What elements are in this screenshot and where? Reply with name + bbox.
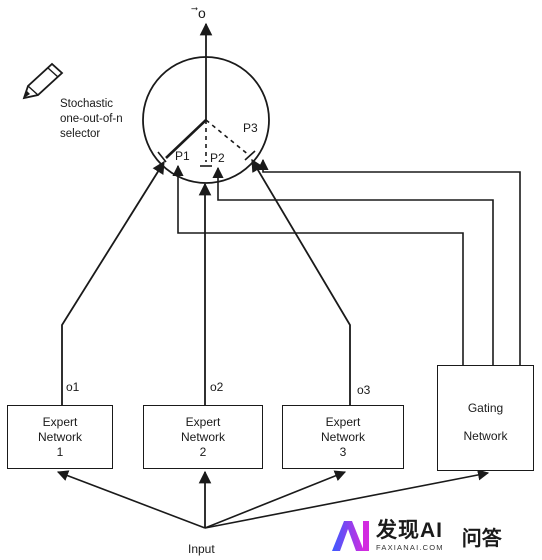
expert1-output-label: o1: [66, 380, 80, 394]
watermark-badge: 问答: [461, 527, 502, 550]
prob-label-3: P3: [243, 121, 258, 135]
expert1-line-1: Expert: [42, 415, 78, 429]
expert3-line-3: 3: [339, 445, 347, 459]
expert1-to-selector: [61, 160, 165, 405]
gating-to-p3: [257, 158, 521, 365]
faxianai-logo-icon: [332, 521, 369, 551]
selector-label-line-3: selector: [60, 128, 101, 140]
watermark-title: 发现AI: [376, 519, 443, 543]
switch-dashed-3: [205, 119, 251, 157]
prob-label-1: P1: [175, 149, 190, 163]
expert2-output-label: o2: [210, 380, 224, 394]
input-to-expert1: [56, 470, 206, 529]
gating-line-1: Gating: [467, 401, 504, 415]
watermark-brand: 发现AI FAXIANAI.COM: [376, 520, 444, 552]
contact-tick-3: [244, 150, 256, 161]
expert1-line-2: Network: [37, 430, 82, 444]
input-to-expert3: [204, 470, 347, 529]
watermark-subtitle: FAXIANAI.COM: [376, 543, 444, 553]
output-label: ⃗o: [198, 5, 206, 21]
selector-label-line-1: Stochastic: [60, 98, 114, 110]
selector-label: Stochastic one-out-of-n selector: [60, 97, 123, 142]
expert2-line-3: 2: [199, 445, 207, 459]
input-label: Input: [188, 542, 215, 556]
expert1-line-3: 1: [56, 445, 64, 459]
prob-label-2: P2: [210, 151, 225, 165]
expert2-line-1: Expert: [185, 415, 221, 429]
gating-network: Gating Network: [437, 365, 534, 471]
expert-network-2: Expert Network 2: [143, 405, 263, 469]
pencil-icon: [22, 62, 64, 100]
selector-label-line-2: one-out-of-n: [60, 113, 123, 125]
expert3-to-selector: [251, 158, 351, 405]
input-to-gating: [204, 469, 490, 529]
switch-arm: [165, 119, 207, 159]
expert3-line-2: Network: [320, 430, 365, 444]
contact-tick-1: [157, 151, 167, 163]
gating-line-2: Network: [463, 429, 508, 443]
gating-to-p2: [212, 166, 494, 365]
watermark: 发现AI FAXIANAI.COM 问答: [330, 517, 506, 555]
expert2-line-2: Network: [180, 430, 225, 444]
expert-network-1: Expert Network 1: [7, 405, 113, 469]
gating-to-p1: [172, 164, 464, 365]
expert3-line-1: Expert: [325, 415, 361, 429]
expert3-output-label: o3: [357, 383, 371, 397]
expert-network-3: Expert Network 3: [282, 405, 404, 469]
